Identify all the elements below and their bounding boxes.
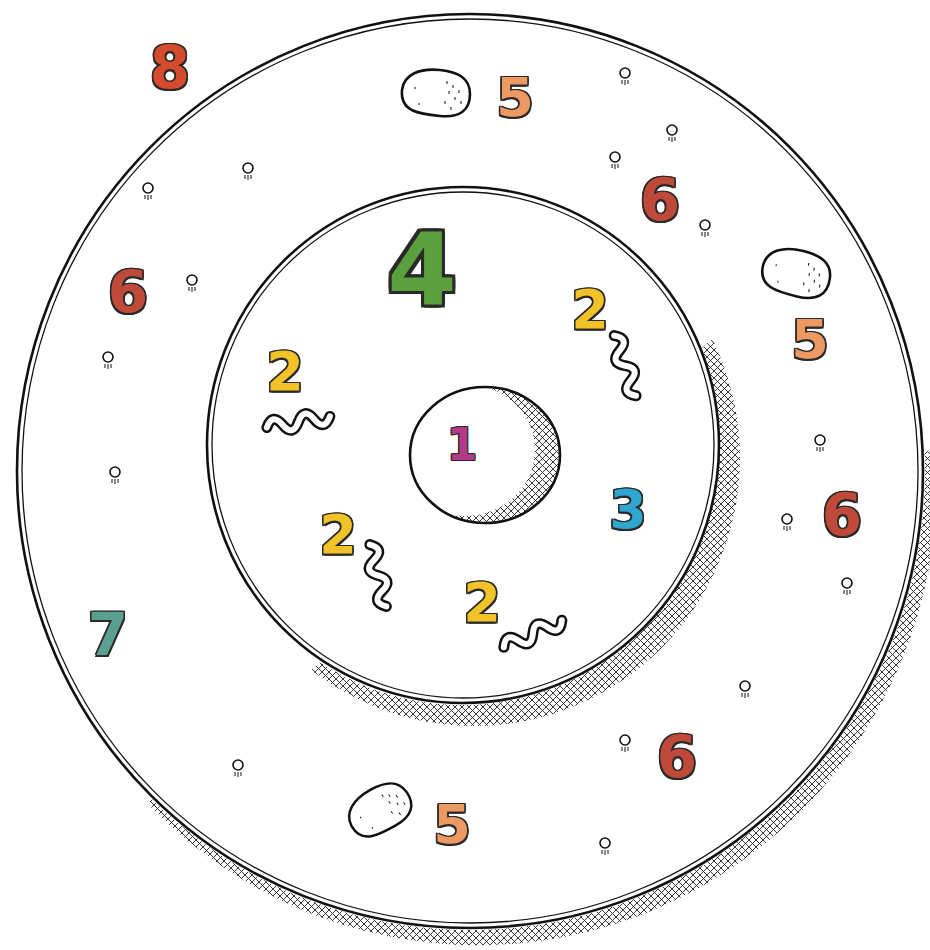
ribosome-dot	[700, 220, 710, 237]
shadow-hatching	[15, 12, 930, 945]
callout-number: 5	[791, 313, 829, 367]
ribosome-dot	[103, 352, 113, 369]
callout-number: 6	[822, 486, 862, 544]
vacuole-blob	[759, 245, 833, 301]
callout-number: 1	[447, 423, 478, 467]
vacuole-blob	[340, 773, 418, 846]
ribosome-dot	[233, 760, 243, 777]
callout-number: 7	[88, 606, 128, 664]
ribosome-dot	[842, 578, 852, 595]
ribosome-dot	[740, 681, 750, 698]
callout-number: 2	[463, 576, 501, 630]
nucleolus: 1	[408, 385, 562, 525]
callout-number: 2	[266, 345, 304, 399]
callout-number: 3	[609, 483, 647, 537]
callout-number: 2	[571, 283, 609, 337]
chromosome	[266, 410, 331, 435]
callout-number: 2	[319, 508, 357, 562]
ribosome-dot	[187, 275, 197, 292]
nucleolus-shading	[395, 384, 562, 525]
cell-membrane: 148	[15, 12, 925, 930]
ribosome-dot	[600, 838, 610, 855]
outline-line	[207, 187, 719, 703]
ribosome-dot	[143, 183, 153, 200]
vacuole-blob	[402, 70, 470, 117]
outline-shape	[15, 12, 925, 930]
ribosome-dot	[667, 125, 677, 142]
outline-shape	[408, 385, 562, 525]
callout-number: 6	[640, 171, 680, 229]
chromosome	[363, 543, 393, 608]
callout-number: 5	[433, 798, 471, 852]
callout-number: 4	[387, 220, 457, 320]
callout-number: 8	[150, 39, 190, 97]
ribosome-dot	[620, 68, 630, 85]
ribosome-dot	[110, 467, 120, 484]
callout-number: 6	[108, 263, 148, 321]
nuclear-envelope: 14	[205, 185, 721, 705]
shadow-hatching	[204, 185, 740, 726]
outline-line	[212, 192, 714, 698]
ribosome-dot	[782, 514, 792, 531]
chromosome	[501, 614, 565, 654]
ribosome-dot	[815, 435, 825, 452]
outline-line	[22, 19, 918, 923]
chromosome	[608, 333, 643, 398]
callout-number: 5	[496, 71, 534, 125]
outline-line	[410, 387, 560, 523]
outline-line	[17, 14, 923, 928]
callout-number: 6	[657, 728, 697, 786]
ribosome-dot	[620, 735, 630, 752]
ribosome-dot	[610, 152, 620, 169]
ribosome-dot	[243, 163, 253, 180]
